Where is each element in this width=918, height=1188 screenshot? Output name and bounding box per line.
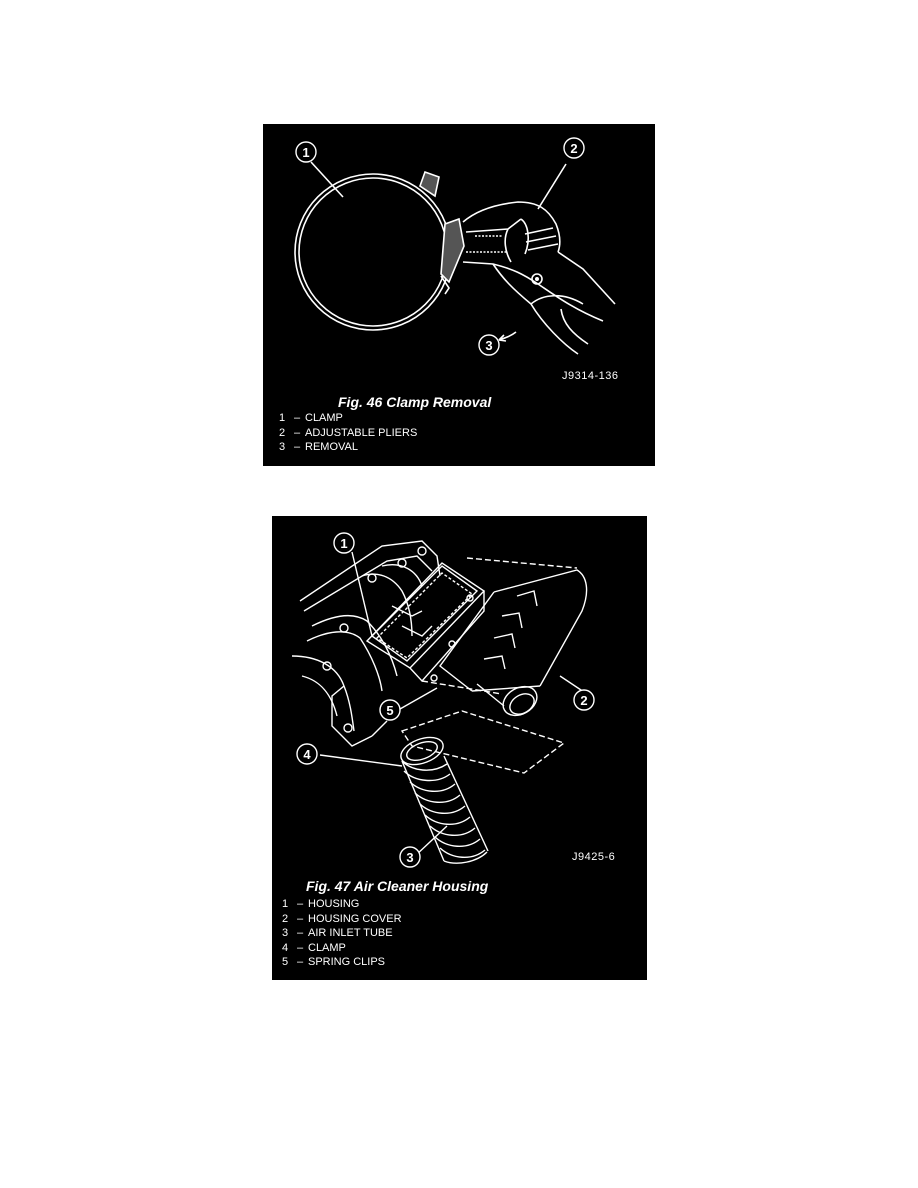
removal-arrow-icon bbox=[498, 331, 517, 341]
callout-5: 5 bbox=[379, 699, 401, 721]
air-cleaner-housing-illustration: 1 2 3 4 5 bbox=[291, 532, 595, 868]
svg-text:3: 3 bbox=[406, 850, 413, 865]
figure-reference-code: J9314-136 bbox=[562, 370, 619, 382]
housing-cover-icon bbox=[439, 569, 588, 717]
figure-legend: 1–HOUSING 2–HOUSING COVER 3–AIR INLET TU… bbox=[282, 897, 402, 970]
legend-label: HOUSING bbox=[308, 898, 360, 910]
legend-label: AIR INLET TUBE bbox=[308, 927, 393, 940]
svg-text:2: 2 bbox=[570, 141, 577, 156]
housing-box-icon bbox=[365, 562, 486, 683]
figure-reference-code: J9425-6 bbox=[572, 851, 616, 863]
legend-item: 1–HOUSING bbox=[282, 898, 360, 910]
intake-manifold-icon bbox=[291, 540, 441, 747]
legend-item: 1–CLAMP bbox=[279, 412, 343, 424]
svg-text:4: 4 bbox=[303, 747, 311, 762]
air-inlet-tube-icon bbox=[400, 736, 489, 864]
legend-item: 4–CLAMP bbox=[282, 941, 346, 954]
legend-label: ADJUSTABLE PLIERS bbox=[305, 426, 418, 439]
figure-legend: 1–CLAMP 2–ADJUSTABLE PLIERS 3–REMOVAL bbox=[279, 411, 417, 455]
legend-label: CLAMP bbox=[305, 412, 343, 424]
legend-item: 2–ADJUSTABLE PLIERS bbox=[279, 426, 418, 439]
callout-4: 4 bbox=[296, 743, 318, 765]
figure-air-cleaner-housing: 1 2 3 4 5 J9425-6 Fig. 47 Air Cleaner Ho… bbox=[272, 516, 647, 980]
figure-title: Fig. 46 Clamp Removal bbox=[338, 394, 492, 410]
callout-3: 3 bbox=[399, 846, 421, 868]
leader-line-2 bbox=[537, 163, 567, 210]
figure-title: Fig. 47 Air Cleaner Housing bbox=[306, 878, 489, 894]
svg-text:3: 3 bbox=[485, 338, 492, 353]
callout-2: 2 bbox=[573, 689, 595, 711]
callout-3: 3 bbox=[478, 334, 500, 356]
legend-item: 3–REMOVAL bbox=[279, 441, 358, 453]
legend-item: 3–AIR INLET TUBE bbox=[282, 927, 393, 940]
svg-text:1: 1 bbox=[340, 536, 347, 551]
clamp-removal-illustration: 1 2 3 bbox=[294, 137, 616, 356]
figure-clamp-removal: 1 2 3 J9314-136 Fig. 46 Clamp Removal 1–… bbox=[263, 124, 655, 466]
clamp-ring-icon bbox=[294, 173, 452, 331]
legend-item: 5–SPRING CLIPS bbox=[282, 956, 386, 969]
callout-1: 1 bbox=[333, 532, 355, 554]
legend-label: SPRING CLIPS bbox=[308, 956, 386, 969]
legend-item: 2–HOUSING COVER bbox=[282, 912, 402, 925]
svg-text:1: 1 bbox=[302, 145, 309, 160]
svg-text:5: 5 bbox=[386, 703, 393, 718]
legend-label: REMOVAL bbox=[305, 441, 358, 453]
callout-2: 2 bbox=[563, 137, 585, 159]
leader-line-1 bbox=[310, 161, 344, 198]
legend-label: CLAMP bbox=[308, 941, 346, 954]
legend-label: HOUSING COVER bbox=[308, 912, 402, 925]
callout-1: 1 bbox=[295, 141, 317, 163]
svg-text:2: 2 bbox=[580, 693, 587, 708]
